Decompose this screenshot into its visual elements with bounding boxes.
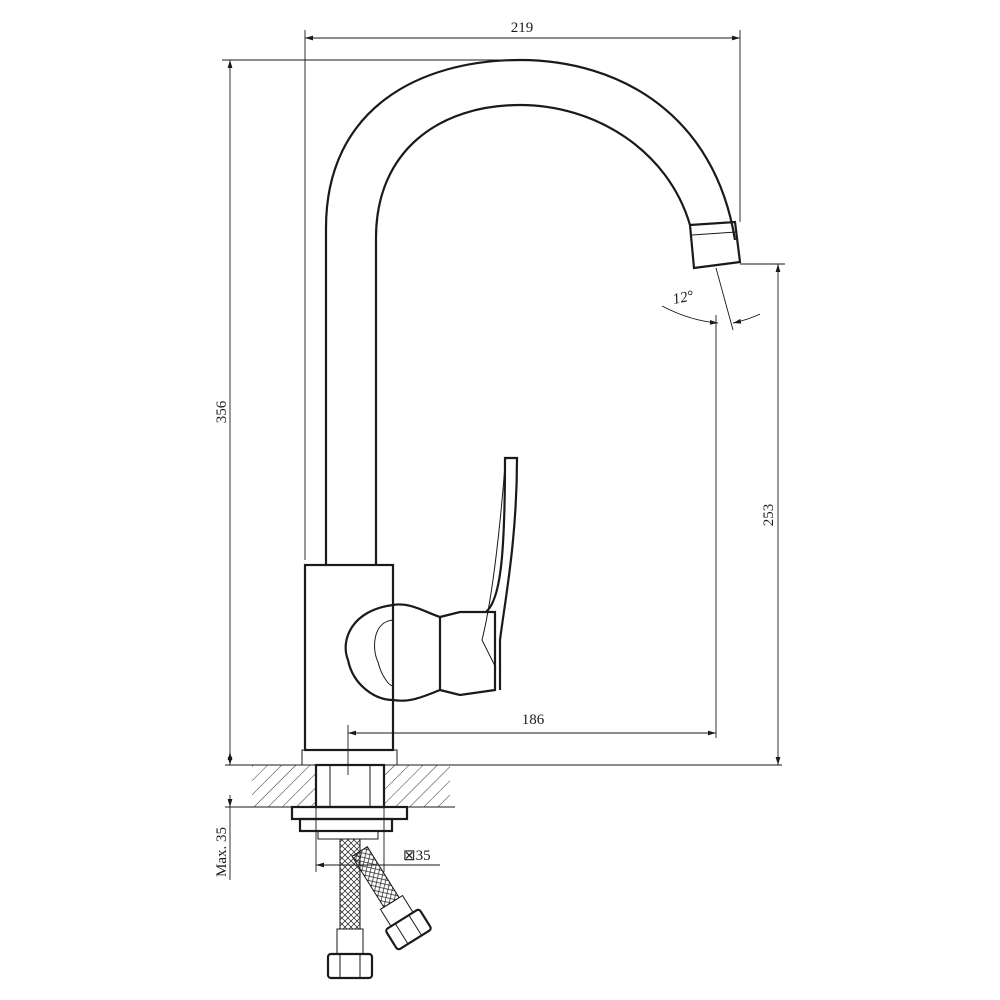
dim-label-overall-height: 356	[214, 400, 230, 423]
dim-label-counter-thickness: Max. 35	[214, 827, 230, 877]
dim-label-spout-angle: 12°	[671, 288, 695, 308]
dimension-lines	[222, 30, 785, 880]
faucet-body	[301, 58, 742, 766]
countertop	[225, 764, 782, 808]
dim-label-mounting-hole: ⊠35	[403, 848, 431, 864]
mounting-hardware	[290, 763, 409, 840]
dim-label-overall-reach: 219	[511, 20, 534, 36]
dim-label-spout-height: 253	[761, 504, 777, 527]
supply-hoses	[326, 838, 432, 980]
dim-label-spout-reach: 186	[522, 712, 545, 728]
